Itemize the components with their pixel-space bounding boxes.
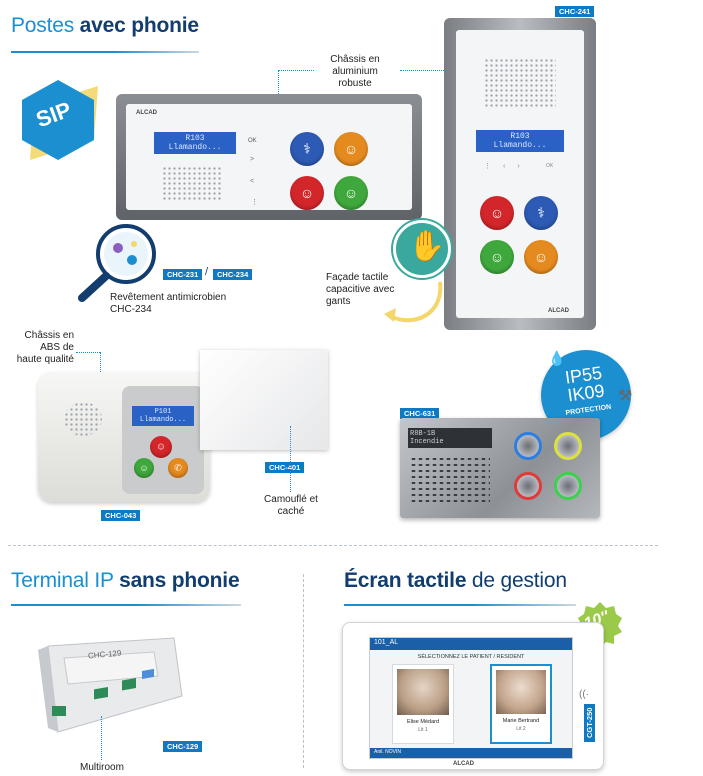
tag-separator: / (205, 266, 209, 278)
touch-screen-tablet-cgt250: 101_AL SÉLECTIONNEZ LE PATIENT / RESIDEN… (342, 622, 604, 770)
section-rule (11, 604, 241, 606)
alarm-button[interactable]: ☺ (150, 436, 172, 458)
sip-badge: SIP (14, 76, 102, 164)
section-divider (8, 545, 658, 546)
steel-lcd-line1: R8B-1B (410, 430, 436, 438)
speaker-grille (64, 402, 102, 436)
tag-chc234: CHC-234 (213, 269, 253, 280)
tag-chc631: CHC-631 (400, 408, 440, 419)
glove-icon: ✋ (408, 230, 446, 263)
chevron-left-icon: < (250, 178, 255, 185)
connector-line (101, 716, 102, 760)
person-icon: ☺ (299, 185, 315, 201)
connector-line (100, 352, 101, 386)
ok-label: OK (248, 138, 257, 144)
steel-lcd-line2: Incendie (410, 438, 444, 446)
person-icon: ☺ (533, 249, 549, 265)
connector-line (278, 70, 279, 94)
patient-photo (496, 670, 546, 714)
tag-chc401: CHC-401 (265, 462, 305, 473)
presence-button[interactable]: ☺ (334, 176, 368, 210)
section-title-ecran: Écran tactile de gestion (344, 569, 567, 592)
patient-card-1[interactable]: Elise Médard Lit 1 (392, 664, 454, 744)
connector-line (278, 70, 314, 71)
presence-button[interactable]: ☺ (134, 458, 154, 478)
caduceus-button[interactable]: ⚕ (290, 132, 324, 166)
lcd-display: R103 Llamando... (154, 132, 236, 154)
nav-row: ⋮‹› (484, 163, 532, 170)
note-multiroom: Multiroom (80, 762, 124, 773)
alarm-button[interactable]: ☺ (290, 176, 324, 210)
tag-chc043: CHC-043 (101, 510, 141, 521)
call-button-green[interactable] (554, 472, 582, 500)
ok-label: OK (546, 163, 554, 169)
speaker-grille (162, 166, 222, 202)
note-chassis-alu: Châssis en aluminium robuste (330, 54, 380, 89)
alarm-button[interactable]: ☺ (480, 196, 514, 230)
tablet-footer-bar: Anil. NOVIN (370, 748, 572, 758)
person-icon: ☺ (489, 205, 505, 221)
call-button-blue[interactable] (514, 432, 542, 460)
note-chassis-abs: Châssis en ABS de haute qualité (16, 330, 74, 365)
speaker-grille (484, 58, 556, 108)
person-icon: ☺ (489, 249, 505, 265)
brand-logo: ALCAD (136, 110, 157, 116)
section-title-phonie: Postes avec phonie (11, 14, 199, 37)
patient-photo (397, 669, 449, 715)
person-icon: ☺ (343, 185, 359, 201)
speaker-grille (410, 456, 490, 506)
call-button-red[interactable] (514, 472, 542, 500)
curved-arrow-icon (380, 278, 450, 332)
stainless-panel-chc631: R8B-1B Incendie (400, 418, 600, 518)
intercom-panel-chc231: ALCAD R103 Llamando... OK > < ⋮ ⚕ ☺ ☺ ☺ (116, 94, 422, 220)
caduceus-icon: ⚕ (537, 204, 545, 221)
magnifier-icon (74, 218, 164, 302)
gloves-badge: ✋ (393, 220, 451, 278)
tag-chc129: CHC-129 (163, 741, 203, 752)
phone-icon: ✆ (174, 462, 182, 473)
brand-logo: ALCAD (453, 761, 474, 767)
person-icon: ☺ (343, 141, 359, 157)
connector-line (76, 352, 100, 353)
lcd-display: P101 Llamando... (132, 406, 194, 426)
hidden-box-chc401 (200, 350, 328, 450)
connector-line (290, 426, 291, 492)
note-camoufle: Camouflé et caché (264, 494, 318, 517)
menu-dots-icon: ⋮ (251, 199, 258, 206)
din-rail-module-chc129: CHC-129 (34, 636, 184, 736)
connector-line (400, 70, 448, 71)
intercom-panel-chc241: R103 Llamando... ⋮‹› OK ☺ ⚕ ☺ ☺ ALCAD (444, 18, 596, 330)
tablet-header-bar: 101_AL (370, 638, 572, 650)
caduceus-button[interactable]: ⚕ (524, 196, 558, 230)
section-rule (11, 51, 199, 53)
chevron-right-icon: > (250, 156, 255, 163)
patient-card-2[interactable]: Marie Bertrand Lit 2 (490, 664, 552, 744)
section-rule (344, 604, 576, 606)
nurse-button[interactable]: ☺ (524, 240, 558, 274)
presence-button[interactable]: ☺ (480, 240, 514, 274)
phone-button[interactable]: ✆ (168, 458, 188, 478)
nurse-button[interactable]: ☺ (334, 132, 368, 166)
call-button-yellow[interactable] (554, 432, 582, 460)
bedside-console-chc043: P101 Llamando... ☺ ☺ ✆ (38, 372, 210, 502)
water-drop-icon: 💧 (548, 350, 566, 366)
brand-logo: ALCAD (548, 308, 569, 314)
lcd-display: R103 Llamando... (476, 130, 564, 152)
tag-chc231: CHC-231 (163, 269, 203, 280)
section-title-terminal: Terminal IP sans phonie (11, 569, 240, 592)
person-icon: ☺ (139, 463, 149, 473)
tablet-heading: SÉLECTIONNEZ LE PATIENT / RESIDENT (417, 654, 525, 660)
tag-cgt250: CGT-250 (584, 703, 595, 742)
note-facade: Façade tactile capacitive avec gants (326, 272, 395, 307)
tag-chc241: CHC-241 (555, 6, 595, 17)
nfc-icon: ((· (579, 689, 589, 700)
section-divider-vertical (303, 574, 304, 768)
hammer-icon: ⚒ (618, 388, 633, 405)
note-antimicrobien: Revêtement antimicrobien CHC-234 (110, 292, 227, 315)
caduceus-icon: ⚕ (303, 140, 311, 157)
tablet-screen: 101_AL SÉLECTIONNEZ LE PATIENT / RESIDEN… (369, 637, 573, 759)
person-icon: ☺ (155, 441, 167, 453)
